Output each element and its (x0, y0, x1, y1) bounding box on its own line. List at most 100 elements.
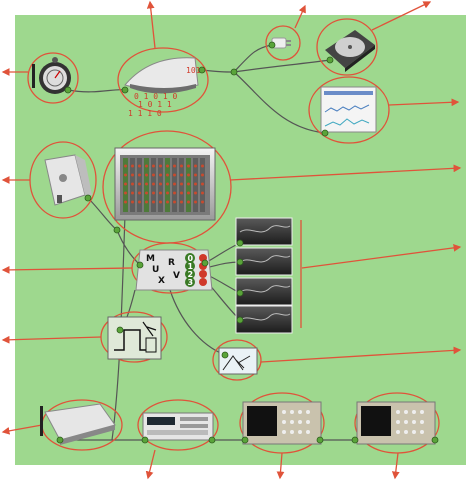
binary-row: 1010 (186, 66, 205, 75)
binary-stream: 1010 0 1 0 1 0 1 0 1 1 1 1 1 0 (128, 66, 205, 118)
crate-port (138, 164, 141, 168)
crate-port (131, 164, 134, 168)
binary-row: 1 1 1 0 (128, 109, 162, 118)
crate-port (187, 164, 190, 168)
connector-node (268, 41, 276, 49)
crate-port (152, 191, 155, 195)
crate-port (131, 182, 134, 186)
crate-port (145, 164, 148, 168)
crate-port (180, 200, 183, 204)
crate-port (166, 200, 169, 204)
crate-port (173, 182, 176, 186)
crate-port (194, 191, 197, 195)
crate-port (173, 200, 176, 204)
crate-chassis-icon (114, 147, 216, 221)
mux-channel-label: 1 (188, 262, 194, 271)
crate-port (201, 191, 204, 195)
mux-letter: V (173, 271, 180, 281)
crate-port (138, 191, 141, 195)
connector-node (201, 259, 209, 267)
connector-nodes (56, 41, 439, 444)
crate-port (152, 173, 155, 177)
crate-port (180, 173, 183, 177)
crate-port (152, 200, 155, 204)
connector-node (141, 436, 149, 444)
crate-port (173, 173, 176, 177)
crate-slots (123, 158, 205, 212)
connector-node (116, 326, 124, 334)
connector-node (236, 239, 244, 247)
crate-port (159, 200, 162, 204)
connector-node (241, 436, 249, 444)
crate-port (159, 191, 162, 195)
crate-port (124, 200, 127, 204)
crate-port (187, 191, 190, 195)
connector-node (84, 194, 92, 202)
crate-port (145, 173, 148, 177)
crate-port (166, 182, 169, 186)
hard-drive-icon (325, 30, 375, 72)
connector-node (321, 129, 329, 137)
connector-node (198, 66, 206, 74)
oscilloscope-icon (356, 401, 436, 445)
monitor-screen-icon (320, 86, 377, 133)
mux-channel: 0 (185, 253, 207, 263)
crate-port (201, 182, 204, 186)
daq-box-icon (40, 403, 116, 445)
mux-letter: M (146, 254, 155, 264)
crate-port (187, 173, 190, 177)
crate-port (145, 200, 148, 204)
pulse-waveform-icon (107, 316, 162, 360)
connector-node (56, 436, 64, 444)
connector-node (236, 289, 244, 297)
crate-port (173, 164, 176, 168)
oscilloscope-screens (235, 217, 302, 334)
crate-port (124, 191, 127, 195)
mux-channel-label: 0 (188, 254, 194, 263)
crate-port (166, 164, 169, 168)
connector-node (208, 436, 216, 444)
crate-port (152, 164, 155, 168)
crate-port (159, 164, 162, 168)
connector-node (316, 436, 324, 444)
crate-port (159, 173, 162, 177)
mux-channel: 3 (185, 277, 207, 287)
mux-letter: R (168, 258, 175, 268)
mux-icon: M U X R V 0 1 2 3 (135, 249, 213, 291)
server-rack-icon (124, 57, 199, 94)
crate-port (201, 173, 204, 177)
crate-port (124, 182, 127, 186)
connector-node (121, 86, 129, 94)
connector-node (236, 316, 244, 324)
binary-row: 0 1 0 1 0 (134, 92, 178, 101)
crate-port (180, 191, 183, 195)
crate-port (152, 182, 155, 186)
crate-port (180, 164, 183, 168)
function-generator-icon (142, 412, 214, 441)
connector-node (326, 56, 334, 64)
fpga-tower-icon (44, 154, 92, 206)
mux-channel-label: 2 (188, 270, 194, 279)
mux-channel: 2 (185, 269, 207, 279)
mux-channel-label: 3 (188, 278, 194, 287)
connector-node (113, 226, 121, 234)
crate-port (145, 182, 148, 186)
crate-port (138, 182, 141, 186)
crate-port (124, 173, 127, 177)
crate-port (194, 164, 197, 168)
crate-port (166, 173, 169, 177)
crate-port (201, 164, 204, 168)
stopwatch-icon (32, 57, 71, 94)
binary-row: 1 0 1 1 (138, 100, 172, 109)
mux-letter: U (152, 265, 159, 275)
connector-node (431, 436, 439, 444)
connector-node (64, 86, 72, 94)
crate-port (145, 191, 148, 195)
crate-port (194, 182, 197, 186)
oscilloscope-icon (242, 401, 322, 445)
connector-node (136, 261, 144, 269)
connector-node (221, 351, 229, 359)
crate-port (201, 200, 204, 204)
